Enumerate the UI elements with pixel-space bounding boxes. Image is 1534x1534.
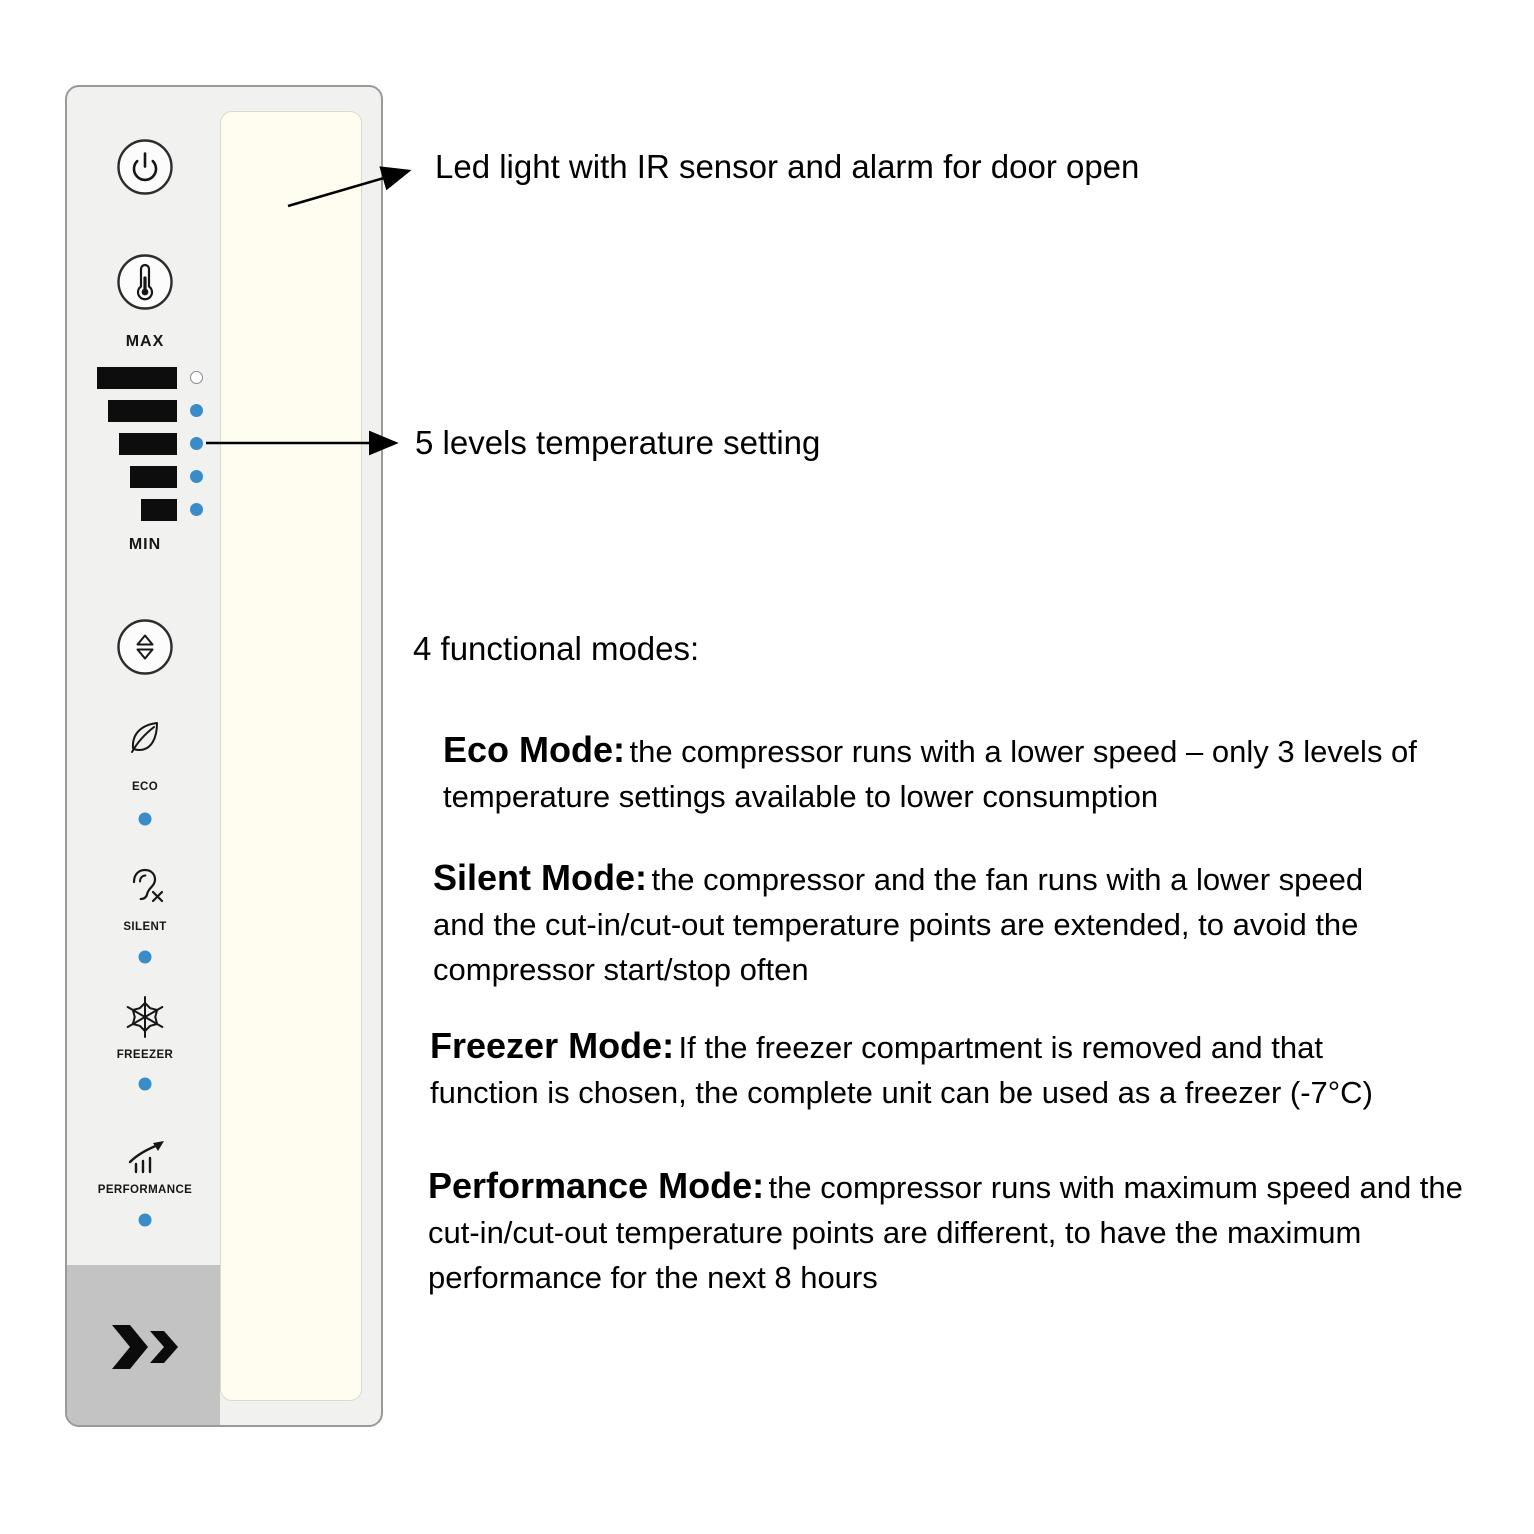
annotation-performance-mode: Performance Mode: the compressor runs wi…: [428, 1166, 1483, 1303]
eco-mode-title: Eco Mode:: [443, 729, 626, 770]
silent-indicator-led: [138, 950, 152, 964]
power-button[interactable]: [116, 138, 174, 196]
freezer-mode-title: Freezer Mode:: [430, 1025, 675, 1066]
freezer-mode-desc: If the freezer compartment is removed an…: [430, 1030, 1373, 1110]
temp-bar-3: [119, 433, 177, 455]
brand-logo-icon: [112, 1325, 178, 1369]
performance-mode-title: Performance Mode:: [428, 1165, 765, 1206]
snowflake-icon: [126, 996, 164, 1038]
annotation-eco-mode: Eco Mode: the compressor runs with a low…: [443, 730, 1458, 822]
annotation-led-light: Led light with IR sensor and alarm for d…: [435, 148, 1140, 185]
control-panel: MAX MIN: [65, 85, 383, 1427]
temp-bar-2: [108, 400, 177, 422]
temperature-button[interactable]: [116, 253, 174, 311]
annotation-temperature: 5 levels temperature setting: [415, 424, 821, 461]
annotation-freezer-mode: Freezer Mode: If the freezer compartment…: [430, 1026, 1430, 1118]
silent-mode-button[interactable]: [122, 865, 168, 909]
thermometer-icon: [117, 254, 173, 310]
max-label: MAX: [125, 333, 165, 350]
temp-led-1: [190, 371, 203, 384]
silent-mode-title: Silent Mode:: [433, 857, 647, 898]
eco-label: ECO: [131, 781, 159, 793]
temp-led-4: [190, 470, 203, 483]
annotation-modes-heading: 4 functional modes:: [413, 630, 700, 667]
performance-mode-button[interactable]: [120, 1135, 170, 1179]
eco-mode-desc: the compressor runs with a lower speed –…: [443, 734, 1417, 814]
performance-indicator-led: [138, 1213, 152, 1227]
performance-chart-icon: [128, 1141, 164, 1174]
temp-led-2: [190, 404, 203, 417]
up-down-button[interactable]: [116, 618, 174, 676]
temp-bar-5: [141, 499, 177, 521]
freezer-label: FREEZER: [116, 1049, 174, 1061]
performance-mode-desc: the compressor runs with maximum speed a…: [428, 1170, 1463, 1295]
power-icon: [117, 139, 173, 195]
performance-label: PERFORMANCE: [97, 1184, 193, 1196]
silent-mode-desc: the compressor and the fan runs with a l…: [433, 862, 1364, 987]
silent-label: SILENT: [123, 921, 167, 933]
freezer-mode-button[interactable]: [122, 994, 168, 1040]
annotation-silent-mode: Silent Mode: the compressor and the fan …: [433, 858, 1423, 995]
min-label: MIN: [128, 536, 162, 553]
up-down-icon: [117, 619, 173, 675]
brand-logo: [102, 1319, 188, 1375]
eco-mode-button[interactable]: [123, 715, 167, 759]
eco-indicator-led: [138, 812, 152, 826]
temp-bar-4: [130, 466, 177, 488]
temp-led-3: [190, 437, 203, 450]
freezer-indicator-led: [138, 1077, 152, 1091]
leaf-icon: [131, 722, 158, 753]
ear-muted-icon: [132, 868, 164, 903]
temp-led-5: [190, 503, 203, 516]
temp-bar-1: [97, 367, 177, 389]
led-light-strip: [220, 111, 362, 1401]
